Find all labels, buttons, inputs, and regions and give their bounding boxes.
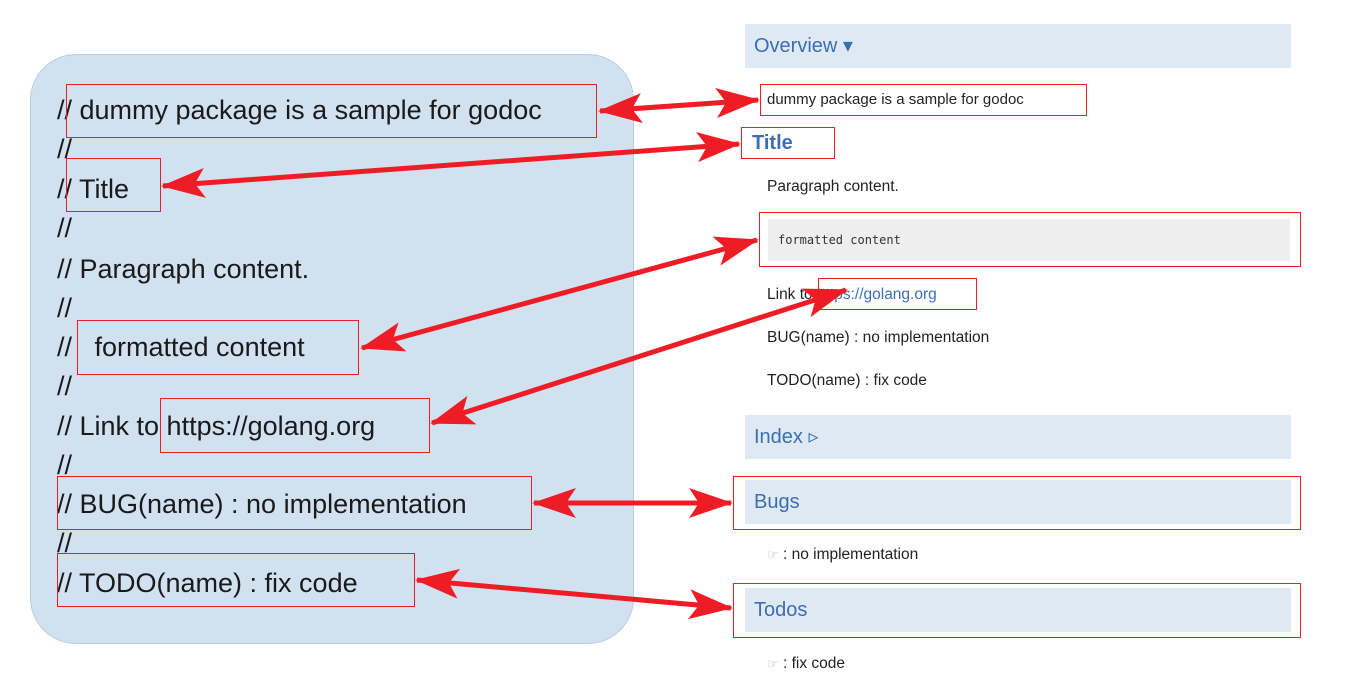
highlight-box-doc-title <box>741 127 835 159</box>
arrow-package-doc <box>598 87 760 124</box>
package-doc-text: dummy package is a sample for godoc <box>767 91 1024 108</box>
source-line: // <box>57 371 73 401</box>
pointing-hand-icon: ☞ <box>767 547 779 562</box>
highlight-box-source-code <box>77 320 359 375</box>
bug-list-item: ☞ : no implementation <box>767 546 918 564</box>
code-block: formatted content <box>768 219 1290 261</box>
todo-item-text: : fix code <box>782 655 845 672</box>
source-line: // Paragraph content. <box>57 254 310 284</box>
highlight-box-doc-package-doc <box>760 84 1087 116</box>
source-line: // <box>57 450 73 480</box>
source-line: // <box>57 293 73 323</box>
bugs-header[interactable]: Bugs <box>745 480 1291 524</box>
highlight-box-source-title <box>66 158 161 212</box>
source-line: // <box>57 213 73 243</box>
source-line: // <box>57 528 73 558</box>
arrow-link <box>430 287 848 426</box>
source-line: // Link to https://golang.org <box>57 411 376 441</box>
overview-header-label: Overview ▾ <box>754 35 853 57</box>
highlight-box-source-bug <box>57 476 532 530</box>
todos-header-label: Todos <box>754 599 808 621</box>
arrow-title <box>161 132 741 198</box>
todos-header[interactable]: Todos <box>745 588 1291 632</box>
bugs-header-label: Bugs <box>754 491 800 513</box>
source-line: // TODO(name) : fix code <box>57 568 358 598</box>
overview-header[interactable]: Overview ▾ <box>745 24 1291 68</box>
highlight-box-source-todo <box>57 553 415 607</box>
highlight-box-doc-bugs <box>733 476 1301 530</box>
highlight-box-source-link <box>160 398 430 453</box>
highlight-box-doc-code <box>759 212 1301 267</box>
source-line: // <box>57 134 73 164</box>
paragraph-text: Paragraph content. <box>767 178 899 195</box>
source-line: // formatted content <box>57 332 305 362</box>
bug-item-text: : no implementation <box>782 546 919 563</box>
code-text: formatted content <box>778 233 901 247</box>
arrow-todo <box>415 568 733 620</box>
arrow-code <box>360 236 759 352</box>
index-header-label: Index ▹ <box>754 426 819 448</box>
todo-list-item: ☞ : fix code <box>767 655 845 673</box>
source-line: // BUG(name) : no implementation <box>57 489 467 519</box>
doc-title: Title <box>752 132 793 154</box>
highlight-box-doc-todos <box>733 583 1301 638</box>
pointing-hand-icon: ☞ <box>767 656 779 671</box>
source-line: // Title <box>57 174 130 204</box>
source-line: // dummy package is a sample for godoc <box>57 95 542 125</box>
